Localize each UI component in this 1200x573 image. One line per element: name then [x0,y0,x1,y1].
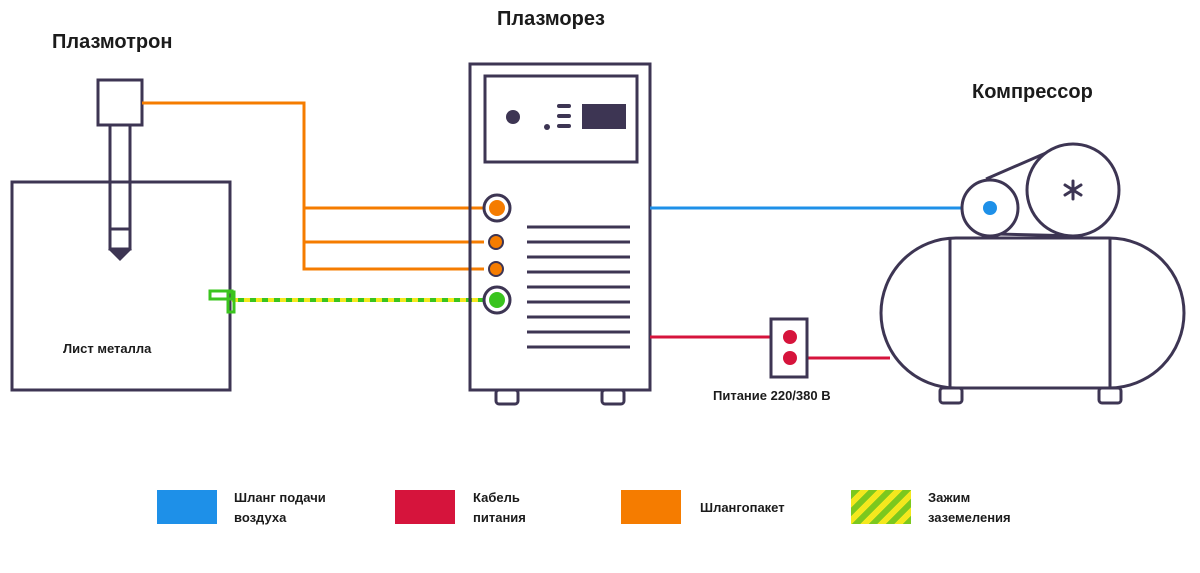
ground-cable [208,289,486,314]
cutter-label: Плазморез [497,8,605,30]
vent-grille [527,225,630,349]
legend-text-hose: Шлангопакет [700,500,785,515]
plasma-torch [96,78,144,261]
fan-asterisk-icon [1063,179,1083,201]
hose-package-lines [142,101,484,271]
legend-swatch-ground [851,490,911,524]
metal-sheet-label: Лист металла [63,341,152,356]
legend-swatch-hose [621,490,681,524]
power-label: Питание 220/380 В [713,388,831,403]
legend-swatch-air [157,490,217,524]
legend-swatch-power [395,490,455,524]
plasma-cutter-unit [468,62,652,406]
ground-clamp-icon [208,289,236,314]
power-socket [769,317,809,379]
torch-label: Плазмотрон [52,31,173,53]
compressor-label: Компрессор [972,81,1093,103]
compressor-unit [879,142,1186,405]
metal-sheet-box [10,180,232,392]
